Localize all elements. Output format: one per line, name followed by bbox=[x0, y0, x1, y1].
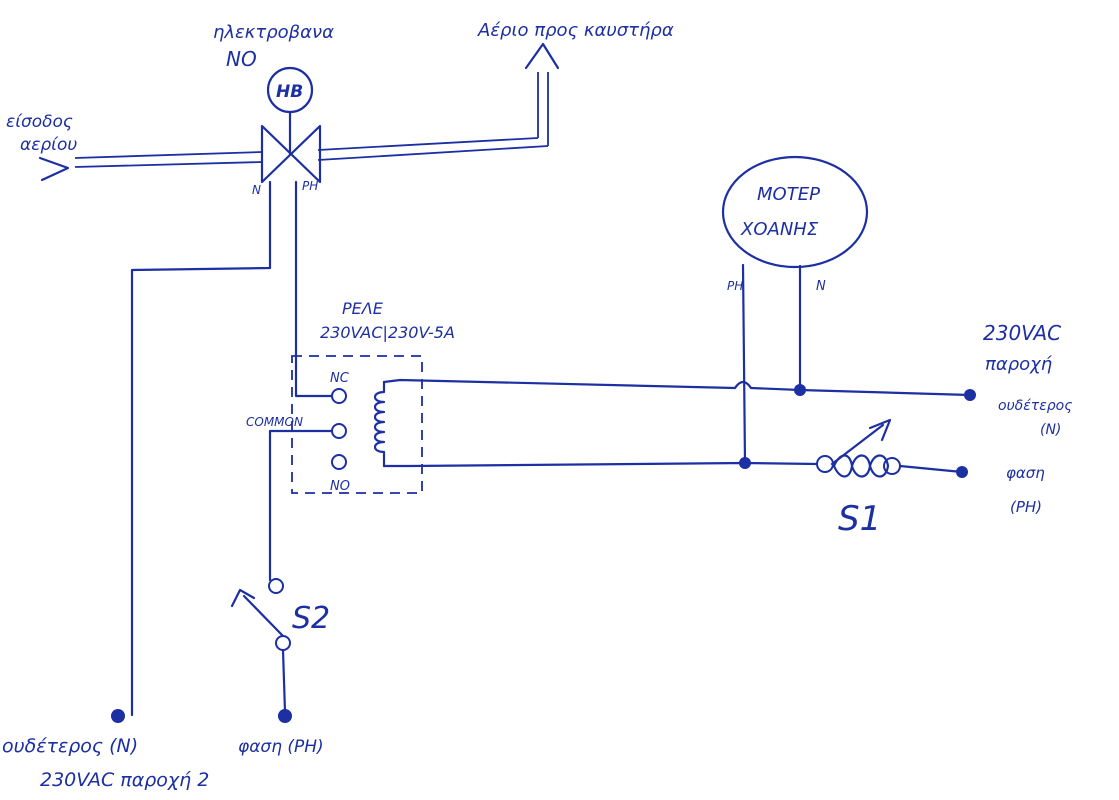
valve-subtitle: NO bbox=[226, 47, 257, 71]
gas-inlet-label-1: είσοδος bbox=[6, 112, 73, 132]
terminal-neutral-bottom bbox=[111, 709, 125, 723]
supply-right-voltage: 230VAC bbox=[983, 321, 1061, 345]
supply-right-label: παροχή bbox=[985, 354, 1053, 375]
gas-inlet-label-2: αερίου bbox=[20, 135, 77, 155]
relay-title: ΡΕΛΕ bbox=[342, 299, 384, 318]
relay-common-label: COMMON bbox=[246, 415, 303, 429]
relay-terminal-nc bbox=[331, 388, 347, 404]
valve-pin-n: N bbox=[252, 183, 261, 197]
valve-body bbox=[260, 124, 322, 184]
motor-circle bbox=[721, 155, 869, 269]
valve-title: ηλεκτροβανα bbox=[213, 22, 334, 43]
relay-terminal-no bbox=[331, 454, 347, 470]
terminal-phase-bottom bbox=[278, 709, 292, 723]
solenoid-valve bbox=[260, 66, 322, 184]
supply-right-phase-2: (PH) bbox=[1010, 498, 1042, 516]
gas-pipe bbox=[74, 72, 549, 168]
switch-s1-label: S1 bbox=[838, 499, 881, 539]
supply-bottom-caption: 230VAC παροχή 2 bbox=[40, 769, 209, 791]
valve-coil bbox=[266, 66, 314, 114]
relay-terminal-common bbox=[331, 423, 347, 439]
relay-rating: 230VAC|230V-5A bbox=[320, 323, 455, 342]
terminal-phase-right bbox=[956, 466, 968, 478]
relay bbox=[291, 355, 423, 494]
supply-right-phase-1: φαση bbox=[1006, 464, 1045, 482]
relay-coil bbox=[373, 380, 386, 468]
motor-pin-n: N bbox=[816, 279, 826, 294]
gas-outlet-arrow bbox=[524, 42, 560, 70]
gas-inlet-arrow bbox=[38, 156, 70, 182]
relay-no-label: NO bbox=[330, 479, 350, 494]
switch-s2-label: S2 bbox=[292, 601, 330, 636]
relay-nc-label: NC bbox=[330, 371, 350, 386]
valve-pin-ph: PH bbox=[302, 179, 318, 193]
terminal-neutral-right bbox=[964, 389, 976, 401]
supply-bottom-neutral: ουδέτερος (N) bbox=[2, 735, 138, 757]
switch-s2 bbox=[230, 578, 291, 651]
wiring bbox=[130, 180, 972, 717]
junction-neutral bbox=[794, 384, 806, 396]
valve-symbol: HB bbox=[276, 82, 303, 102]
gas-outlet-label: Αέριο προς καυστήρα bbox=[477, 20, 674, 41]
supply-right-neutral-2: (N) bbox=[1040, 422, 1061, 438]
switch-s1 bbox=[816, 418, 901, 478]
junction-phase bbox=[739, 457, 751, 469]
supply-bottom-phase: φαση (PH) bbox=[238, 737, 324, 757]
relay-box bbox=[291, 355, 423, 494]
motor-label-1: ΜΟΤΕΡ bbox=[757, 184, 820, 205]
supply-right-neutral-1: ουδέτερος bbox=[998, 398, 1072, 414]
motor-pin-ph: PH bbox=[727, 279, 743, 293]
motor-label-2: ΧΟΑΝΗΣ bbox=[740, 219, 819, 240]
